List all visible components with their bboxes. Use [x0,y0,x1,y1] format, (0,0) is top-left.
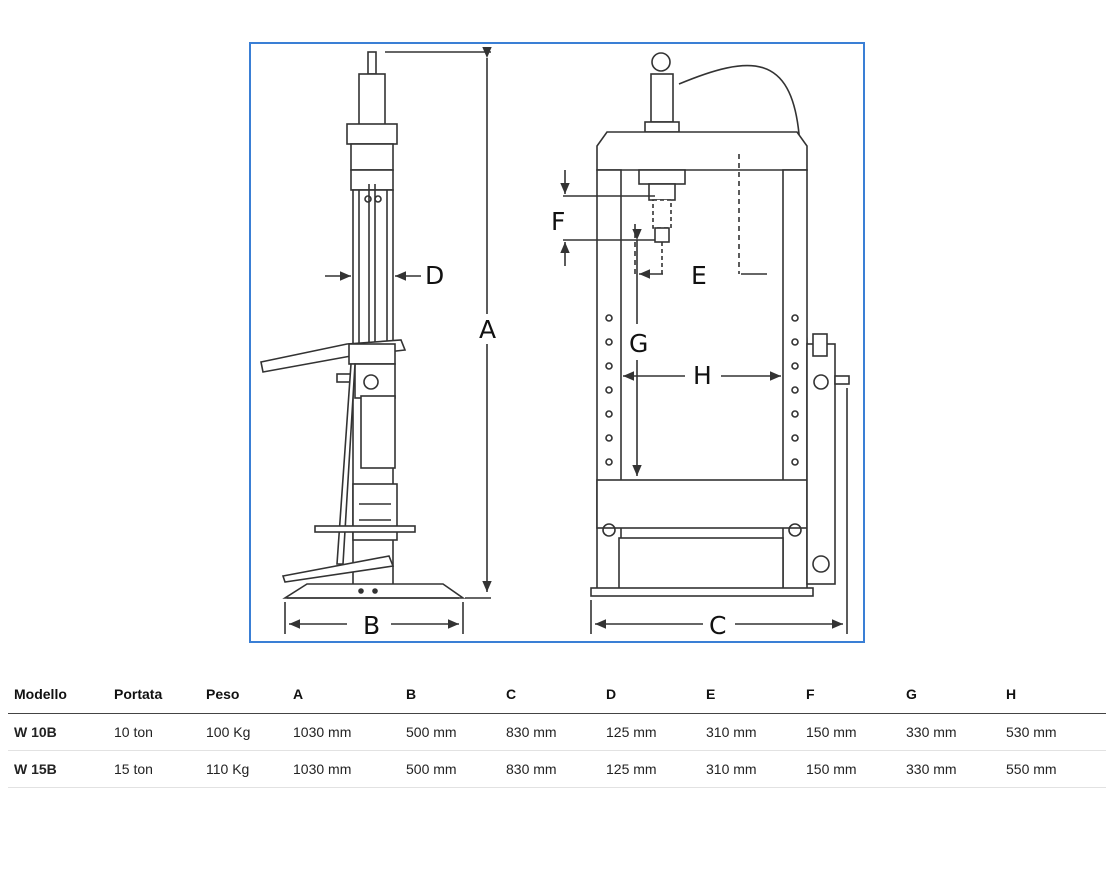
cell-d: 125 mm [600,713,700,751]
cell-e: 310 mm [700,713,800,751]
label-F: F [551,207,565,236]
cell-e: 310 mm [700,750,800,788]
table-row: W 10B 10 ton 100 Kg 1030 mm 500 mm 830 m… [8,713,1106,751]
label-G: G [629,329,648,358]
cell-h: 550 mm [1000,750,1106,788]
header-portata: Portata [108,675,200,714]
header-a: A [287,675,400,714]
press-drawing: D A B F E G H C [260,46,850,640]
cell-portata: 10 ton [108,713,200,751]
header-c: C [500,675,600,714]
cell-d: 125 mm [600,750,700,788]
table-header-row: Modello Portata Peso A B C D E F G H [8,675,1106,714]
header-h: H [1000,675,1106,714]
header-d: D [600,675,700,714]
cell-b: 500 mm [400,713,500,751]
table-row: W 15B 15 ton 110 Kg 1030 mm 500 mm 830 m… [8,750,1106,788]
side-view [260,46,492,634]
cell-a: 1030 mm [287,713,400,751]
label-C: C [709,611,726,640]
cell-g: 330 mm [900,750,1000,788]
cell-f: 150 mm [800,750,900,788]
header-modello: Modello [8,675,108,714]
header-f: F [800,675,900,714]
cell-portata: 15 ton [108,750,200,788]
header-peso: Peso [200,675,287,714]
cell-model: W 15B [8,750,108,788]
label-H: H [693,361,712,390]
cell-a: 1030 mm [287,750,400,788]
cell-f: 150 mm [800,713,900,751]
label-E: E [691,261,707,290]
cell-g: 330 mm [900,713,1000,751]
cell-peso: 100 Kg [200,713,287,751]
column-holes [605,314,799,466]
label-A: A [479,315,496,344]
press-diagram: D A B F E G H C [249,42,865,643]
header-e: E [700,675,800,714]
cell-model: W 10B [8,713,108,751]
label-B: B [363,611,380,640]
header-b: B [400,675,500,714]
cell-c: 830 mm [500,750,600,788]
spec-table: Modello Portata Peso A B C D E F G H W 1… [8,675,1106,788]
header-g: G [900,675,1000,714]
cell-b: 500 mm [400,750,500,788]
cell-peso: 110 Kg [200,750,287,788]
label-D: D [425,261,444,290]
cell-h: 530 mm [1000,713,1106,751]
cell-c: 830 mm [500,713,600,751]
front-view [560,52,850,634]
